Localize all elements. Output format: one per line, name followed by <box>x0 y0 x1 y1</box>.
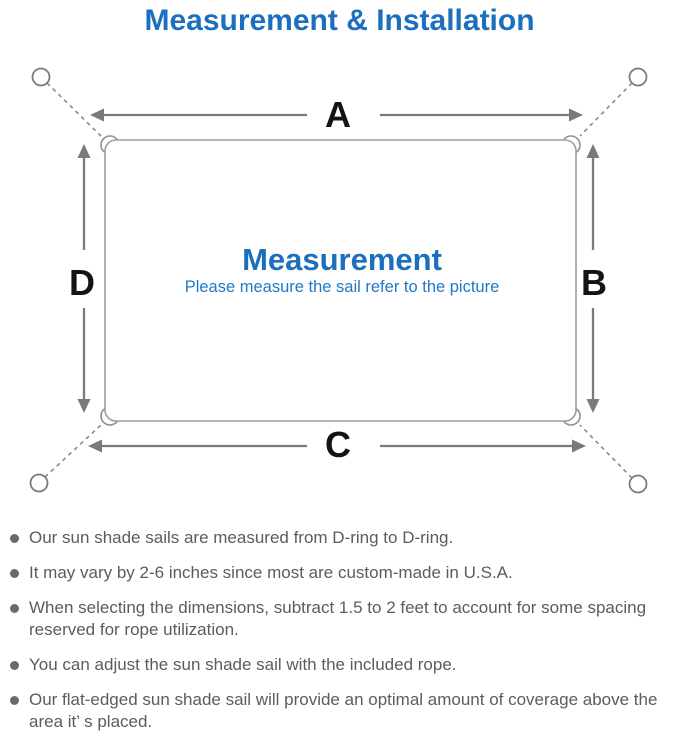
rope-line-top-right <box>579 82 633 137</box>
note-text: Our sun shade sails are measured from D-… <box>29 528 454 547</box>
note-text: Our flat-edged sun shade sail will provi… <box>29 690 658 731</box>
sail-measurement-diagram: A B C D Measurement Please measure the s… <box>0 55 679 525</box>
arrow-down-icon <box>586 399 600 413</box>
dimension-label-a: A <box>325 94 351 135</box>
dimension-label-b: B <box>581 262 607 303</box>
list-item: You can adjust the sun shade sail with t… <box>10 654 675 676</box>
sail-outline <box>104 139 577 422</box>
rope-line-bottom-left <box>44 424 102 478</box>
arrow-up-icon <box>586 144 600 158</box>
page-title: Measurement & Installation <box>144 4 535 37</box>
note-text: You can adjust the sun shade sail with t… <box>29 655 457 674</box>
arrow-left-icon <box>90 108 104 122</box>
arrow-down-icon <box>77 399 91 413</box>
dimension-arrowheads <box>77 108 600 453</box>
anchor-ring-icon <box>628 67 648 87</box>
anchor-rings <box>29 67 648 494</box>
bullet-dot-icon <box>10 696 19 705</box>
arrow-up-icon <box>77 144 91 158</box>
list-item: Our flat-edged sun shade sail will provi… <box>10 689 675 733</box>
dimension-lines <box>82 113 595 448</box>
note-text: It may vary by 2-6 inches since most are… <box>29 563 513 582</box>
anchor-ring-icon <box>29 473 49 493</box>
arrow-right-icon <box>572 439 586 453</box>
diagram-subheading: Please measure the sail refer to the pic… <box>185 278 500 296</box>
dimension-label-d: D <box>69 262 95 303</box>
bullet-dot-icon <box>10 569 19 578</box>
list-item: Our sun shade sails are measured from D-… <box>10 527 675 549</box>
sail-diagram-svg: A B C D Measurement Please measure the s… <box>29 67 648 494</box>
bullet-dot-icon <box>10 534 19 543</box>
arrow-right-icon <box>569 108 583 122</box>
anchor-ring-icon <box>628 474 648 494</box>
bullet-dot-icon <box>10 604 19 613</box>
arrow-left-icon <box>88 439 102 453</box>
anchor-ring-icon <box>31 67 51 87</box>
rope-line-top-left <box>46 82 102 137</box>
list-item: When selecting the dimensions, subtract … <box>10 597 675 641</box>
rope-line-bottom-right <box>579 424 633 479</box>
diagram-heading: Measurement <box>242 242 442 277</box>
note-text: When selecting the dimensions, subtract … <box>29 598 647 639</box>
dimension-label-c: C <box>325 424 351 465</box>
bullet-dot-icon <box>10 661 19 670</box>
list-item: It may vary by 2-6 inches since most are… <box>10 562 675 584</box>
measurement-notes-list: Our sun shade sails are measured from D-… <box>0 527 679 739</box>
